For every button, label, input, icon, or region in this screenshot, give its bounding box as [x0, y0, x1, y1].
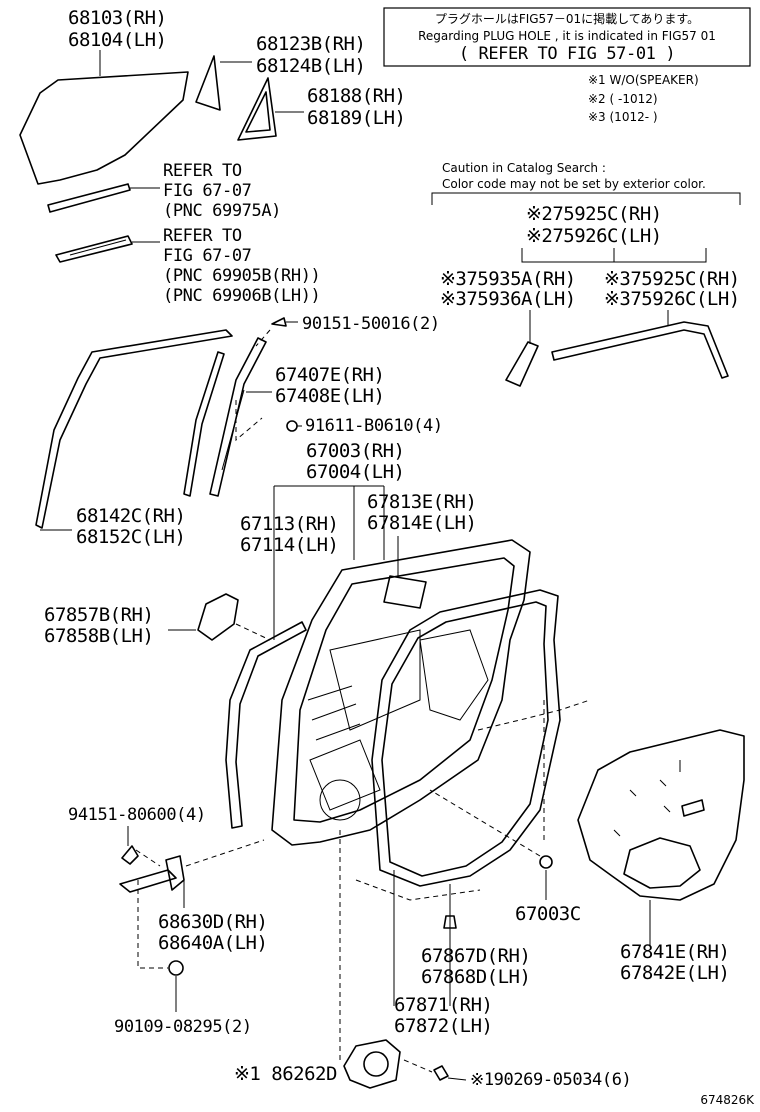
- caution-line-2: Color code may not be set by exterior co…: [442, 177, 706, 191]
- label-68124b: 68124B(LH): [256, 55, 365, 77]
- label-67113: 67113(RH): [240, 513, 338, 535]
- label-94151: 94151-80600(4): [68, 805, 206, 825]
- label-68640a: 68640A(LH): [158, 932, 267, 954]
- fuel-lid-67857b: [168, 593, 271, 641]
- assembly-dash-lines: [355, 699, 591, 901]
- screw-90269: [403, 1059, 467, 1081]
- label-67003: 67003(RH): [306, 440, 404, 462]
- label-67857b: 67857B(RH): [44, 604, 153, 626]
- figure-id: 674826K: [700, 1093, 755, 1107]
- label-67842e: 67842E(LH): [620, 962, 729, 984]
- quarter-glass-frame-68188: [237, 77, 304, 141]
- label-67408e: 67408E(LH): [275, 385, 384, 407]
- label-68189: 68189(LH): [307, 107, 405, 129]
- label-67004: 67004(LH): [306, 461, 404, 483]
- label-75935a: ※375935A(RH): [440, 268, 576, 290]
- label-ref2-d: (PNC 69906B(LH)): [163, 286, 320, 306]
- bolt-90109: [137, 880, 184, 1012]
- service-hole-cover-67813e: [383, 536, 427, 609]
- door-check-68630d: [119, 839, 265, 908]
- legend: ※1 W/O(SPEAKER) ※2 ( -1012) ※3 (1012- ): [588, 73, 699, 124]
- belt-moulding-outer: [47, 183, 160, 213]
- trim-board-67841e: [577, 729, 745, 946]
- clip-67867d: [443, 890, 457, 929]
- label-67871: 67871(RH): [394, 994, 492, 1016]
- label-90269: ※190269-05034(6): [470, 1070, 631, 1090]
- label-68630d: 68630D(RH): [158, 911, 267, 933]
- label-67003c: 67003C: [515, 903, 581, 925]
- label-75936a: ※375936A(LH): [440, 288, 576, 310]
- division-bar-67407e: [209, 337, 272, 497]
- label-67872: 67872(LH): [394, 1015, 492, 1037]
- label-ref1-c: (PNC 69975A): [163, 201, 281, 221]
- part-labels: 68103(RH) 68104(LH) 68123B(RH) 68124B(LH…: [44, 7, 755, 1107]
- label-ref1-a: REFER TO: [163, 161, 242, 181]
- run-channel-68142c: [35, 329, 233, 531]
- label-68142c: 68142C(RH): [76, 505, 185, 527]
- plug-hole-note: プラグホールはFIG57－01に掲載してあります。 Regarding PLUG…: [383, 7, 751, 67]
- label-67813e: 67813E(RH): [367, 491, 476, 513]
- door-panel-67003: [271, 485, 531, 846]
- legend-3: ※3 (1012- ): [588, 110, 658, 124]
- belt-moulding-inner: [55, 235, 160, 263]
- caution-line-1: Caution in Catalog Search :: [442, 161, 606, 175]
- label-67867d: 67867D(RH): [421, 945, 530, 967]
- label-86262d: ※1 86262D: [234, 1063, 337, 1085]
- label-67858b: 67858B(LH): [44, 625, 153, 647]
- label-ref2-a: REFER TO: [163, 226, 242, 246]
- door-moulding-75925c: [505, 248, 729, 387]
- label-ref1-b: FIG 67-07: [163, 181, 252, 201]
- speaker-cover-86262d: [339, 830, 401, 1089]
- label-75925c-top: ※275925C(RH): [526, 203, 662, 225]
- bolt-94151: [121, 826, 161, 867]
- screw-91611: [286, 420, 302, 432]
- label-67407e: 67407E(RH): [275, 364, 384, 386]
- caution-note: Caution in Catalog Search : Color code m…: [431, 161, 741, 205]
- label-75925c-right: ※375925C(RH): [604, 268, 740, 290]
- label-67814e: 67814E(LH): [367, 512, 476, 534]
- label-68103: 68103(RH): [68, 7, 166, 29]
- label-67114: 67114(LH): [240, 534, 338, 556]
- note-en: Regarding PLUG HOLE , it is indicated in…: [418, 29, 716, 43]
- screw-90151: [255, 317, 298, 347]
- legend-2: ※2 ( -1012): [588, 92, 658, 106]
- legend-1: ※1 W/O(SPEAKER): [588, 73, 699, 87]
- label-67868d: 67868D(LH): [421, 966, 530, 988]
- note-ref: ( REFER TO FIG 57-01 ): [459, 44, 675, 64]
- label-90109: 90109-08295(2): [114, 1017, 252, 1037]
- quarter-glass-68123b: [195, 55, 252, 111]
- label-68104: 68104(LH): [68, 29, 166, 51]
- label-ref2-b: FIG 67-07: [163, 246, 252, 266]
- door-glass-68103: [19, 50, 189, 185]
- label-75926c-top: ※275926C(LH): [526, 225, 662, 247]
- note-jp: プラグホールはFIG57－01に掲載してあります。: [435, 11, 699, 26]
- clip-67003c: [429, 789, 553, 900]
- label-68188: 68188(RH): [307, 85, 405, 107]
- label-68152c: 68152C(LH): [76, 526, 185, 548]
- label-75926c-right: ※375926C(LH): [604, 288, 740, 310]
- label-91611: 91611-B0610(4): [305, 416, 443, 436]
- label-68123b: 68123B(RH): [256, 33, 365, 55]
- label-67841e: 67841E(RH): [620, 941, 729, 963]
- label-90151: 90151-50016(2): [302, 314, 440, 334]
- label-ref2-c: (PNC 69905B(RH)): [163, 266, 320, 286]
- weatherstrip-67871: [371, 589, 561, 1006]
- outer-panel-67113: [225, 621, 307, 829]
